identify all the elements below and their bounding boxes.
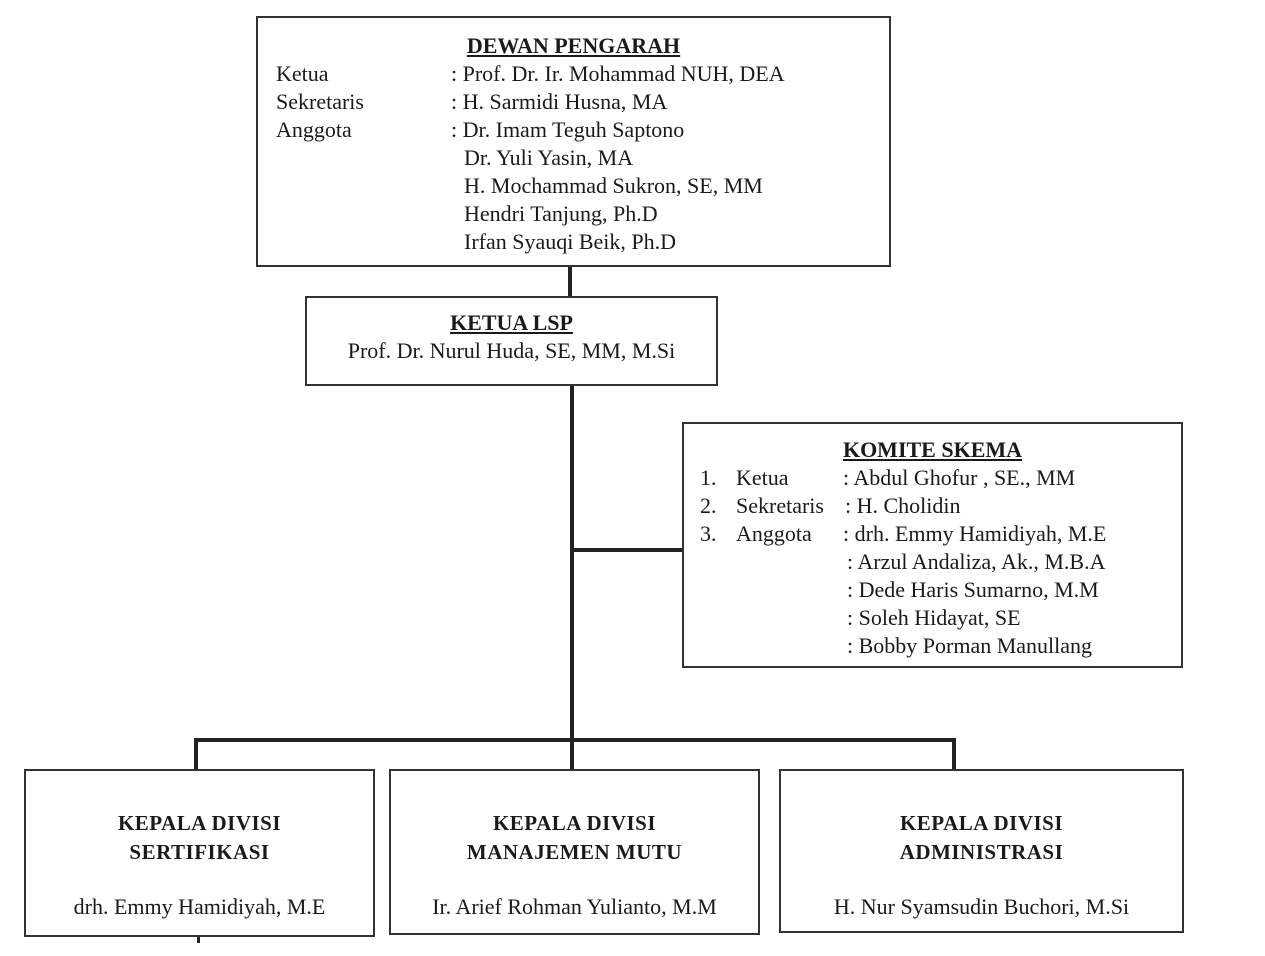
member-name: : Prof. Dr. Ir. Mohammad NUH, DEA	[451, 61, 785, 86]
member-name: : Abdul Ghofur , SE., MM	[843, 465, 1076, 490]
division-title-line2: ADMINISTRASI	[899, 840, 1064, 864]
member-role: Anggota	[276, 117, 352, 142]
connector-divisions-bar	[194, 738, 956, 742]
member-name: : Bobby Porman Manullang	[847, 633, 1093, 658]
member-name: : H. Sarmidi Husna, MA	[451, 89, 668, 114]
connector-dewan-ketua	[568, 265, 572, 298]
connector-div-1	[194, 738, 198, 770]
division-title-line2: MANAJEMEN MUTU	[466, 840, 683, 864]
division-box-administrasi: KEPALA DIVISI ADMINISTRASI H. Nur Syamsu…	[779, 769, 1184, 933]
komite-skema-box: KOMITE SKEMA 1. Ketua : Abdul Ghofur , SE.…	[682, 422, 1183, 668]
ketua-lsp-box: KETUA LSP Prof. Dr. Nurul Huda, SE, MM, …	[305, 296, 718, 386]
ketua-lsp-name: Prof. Dr. Nurul Huda, SE, MM, M.Si	[347, 338, 676, 363]
division-box-sertifikasi: KEPALA DIVISI SERTIFIKASI drh. Emmy Hami…	[24, 769, 375, 937]
member-number: 2.	[700, 493, 717, 518]
member-name: : Dede Haris Sumarno, M.M	[847, 577, 1099, 602]
connector-div-3	[952, 738, 956, 770]
member-role: Ketua	[736, 465, 789, 490]
member-name: : Dr. Imam Teguh Saptono	[451, 117, 685, 142]
member-name: H. Mochammad Sukron, SE, MM	[464, 173, 763, 198]
division-box-manajemen-mutu: KEPALA DIVISI MANAJEMEN MUTU Ir. Arief R…	[389, 769, 760, 935]
member-role: Anggota	[736, 521, 812, 546]
komite-skema-title: KOMITE SKEMA	[842, 437, 1023, 462]
division-title-line2: SERTIFIKASI	[129, 840, 270, 864]
division-head-name: Ir. Arief Rohman Yulianto, M.M	[432, 894, 717, 919]
member-name: : H. Cholidin	[845, 493, 961, 518]
connector-stub	[197, 935, 200, 943]
member-name: : Arzul Andaliza, Ak., M.B.A	[847, 549, 1106, 574]
dewan-pengarah-box: DEWAN PENGARAH Ketua : Prof. Dr. Ir. Moha…	[256, 16, 891, 267]
division-title-line1: KEPALA DIVISI	[492, 811, 657, 835]
member-role: Sekretaris	[736, 493, 824, 518]
division-title-line1: KEPALA DIVISI	[117, 811, 282, 835]
member-name: Dr. Yuli Yasin, MA	[464, 145, 634, 170]
connector-div-2	[570, 738, 574, 770]
division-head-name: drh. Emmy Hamidiyah, M.E	[73, 894, 326, 919]
member-number: 3.	[700, 521, 717, 546]
division-title-line1: KEPALA DIVISI	[899, 811, 1064, 835]
member-name: : drh. Emmy Hamidiyah, M.E	[843, 521, 1107, 546]
dewan-pengarah-title: DEWAN PENGARAH	[466, 33, 681, 58]
connector-komite	[572, 548, 684, 552]
ketua-lsp-title: KETUA LSP	[450, 310, 573, 335]
member-number: 1.	[700, 465, 717, 490]
member-role: Ketua	[276, 61, 329, 86]
member-name: Irfan Syauqi Beik, Ph.D	[464, 229, 677, 254]
division-head-name: H. Nur Syamsudin Buchori, M.Si	[833, 894, 1130, 919]
member-name: Hendri Tanjung, Ph.D	[464, 201, 658, 226]
member-role: Sekretaris	[276, 89, 364, 114]
connector-main-trunk	[570, 384, 574, 742]
member-name: : Soleh Hidayat, SE	[847, 605, 1021, 630]
